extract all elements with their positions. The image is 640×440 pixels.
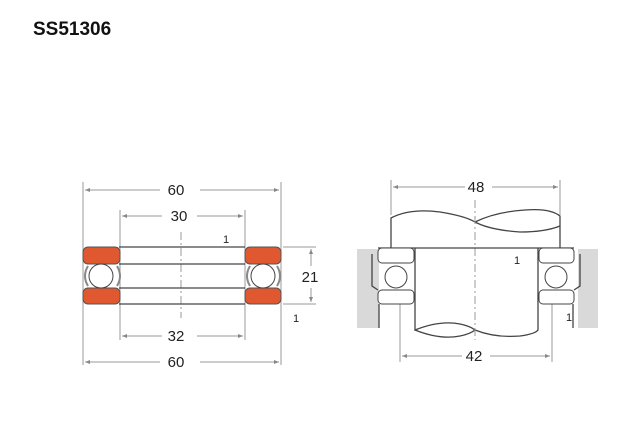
housing-right [578,249,598,328]
ball-left [88,263,114,289]
right-mounting-view: 48 1 1 42 [357,179,598,365]
dim-shaft-abutment: 48 [468,179,485,196]
dim-outer-top: 60 [168,182,185,199]
housing-washer-right [244,287,282,305]
housing-left [357,249,379,328]
dim-height: 21 [302,269,319,286]
dim-outer-bottom: 60 [168,354,185,371]
dim-housing-abutment: 42 [466,348,483,365]
housing-washer-left [82,287,121,305]
left-section-view: 60 30 1 21 1 32 60 [82,182,319,371]
shaft-washer-left [82,246,121,265]
chamfer-shaft: 1 [514,255,520,267]
shaft-washer-right [244,246,282,265]
chamfer-bottom: 1 [293,313,299,325]
part-number-title: SS51306 [33,19,112,40]
chamfer-housing: 1 [566,312,572,324]
dim-inner-bottom: 32 [168,328,185,345]
dim-inner-top: 30 [171,208,188,225]
ball-right [250,263,276,289]
chamfer-top: 1 [223,234,229,246]
